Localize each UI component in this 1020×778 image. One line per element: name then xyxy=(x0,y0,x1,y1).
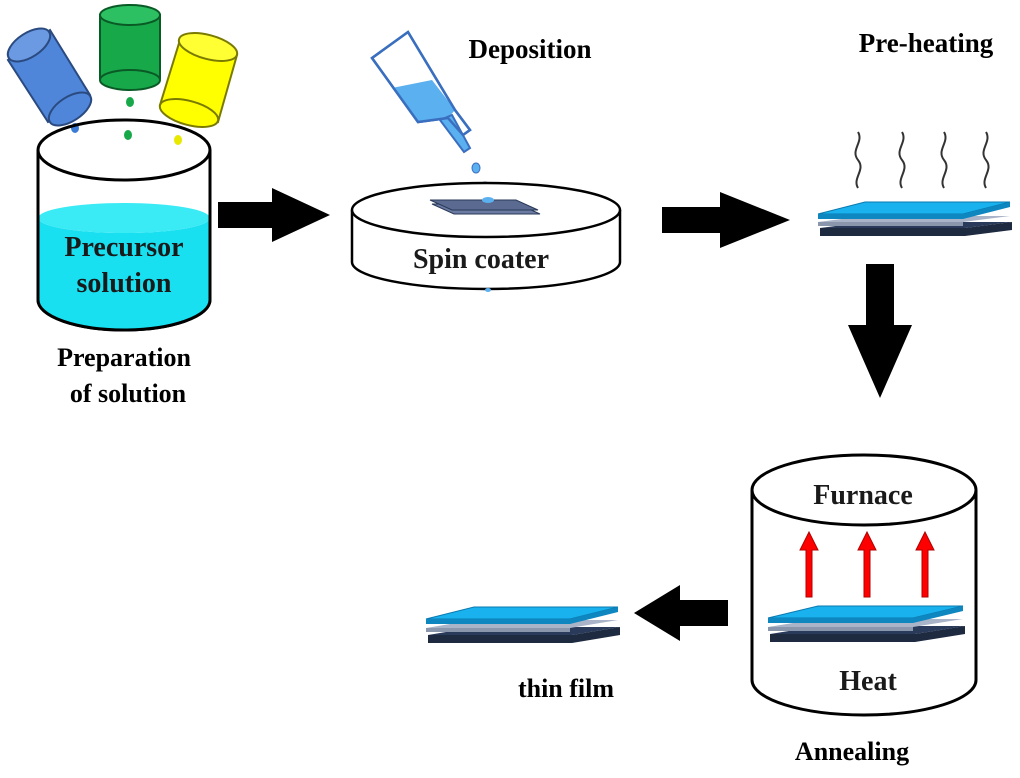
flow-arrow-2 xyxy=(662,192,790,248)
precursor-container: Precursor solution xyxy=(36,118,212,332)
preparation-caption-line2: of solution xyxy=(70,379,187,408)
steam-icon xyxy=(854,131,990,189)
preparation-caption-line1: Preparation xyxy=(57,343,191,372)
preheat-film-stack xyxy=(817,201,1012,236)
annealing-step: Furnace Heat Annealing xyxy=(750,453,978,766)
vial-green-icon xyxy=(99,4,161,91)
heat-label: Heat xyxy=(839,666,897,697)
preheating-step: Pre-heating xyxy=(817,28,1012,236)
deposition-step: Deposition Spin coater xyxy=(350,30,622,292)
thin-film-stack xyxy=(425,606,620,643)
flow-arrow-3 xyxy=(848,264,912,398)
preheating-title: Pre-heating xyxy=(859,28,994,58)
container-label-line1: Precursor xyxy=(64,232,183,263)
result-step: thin film xyxy=(425,606,620,703)
flow-arrow-4 xyxy=(634,585,728,641)
deposition-title: Deposition xyxy=(468,34,591,64)
container-label-line2: solution xyxy=(77,268,172,299)
vial-yellow-icon xyxy=(158,32,239,128)
spin-coater-label: Spin coater xyxy=(413,244,549,275)
spin-coater: Spin coater xyxy=(350,181,622,292)
heat-arrow-icon xyxy=(799,530,935,598)
preparation-step: Precursor solution Preparation of soluti… xyxy=(6,4,239,408)
vial-blue-icon xyxy=(6,27,93,127)
annealing-caption: Annealing xyxy=(795,737,909,766)
pipette-icon xyxy=(370,30,472,154)
furnace-film-stack xyxy=(767,605,965,642)
flow-arrow-1 xyxy=(218,188,330,242)
furnace-label: Furnace xyxy=(813,480,913,511)
drop-1 xyxy=(471,162,481,174)
thin-film-caption: thin film xyxy=(518,674,614,703)
furnace: Furnace Heat xyxy=(750,453,978,717)
